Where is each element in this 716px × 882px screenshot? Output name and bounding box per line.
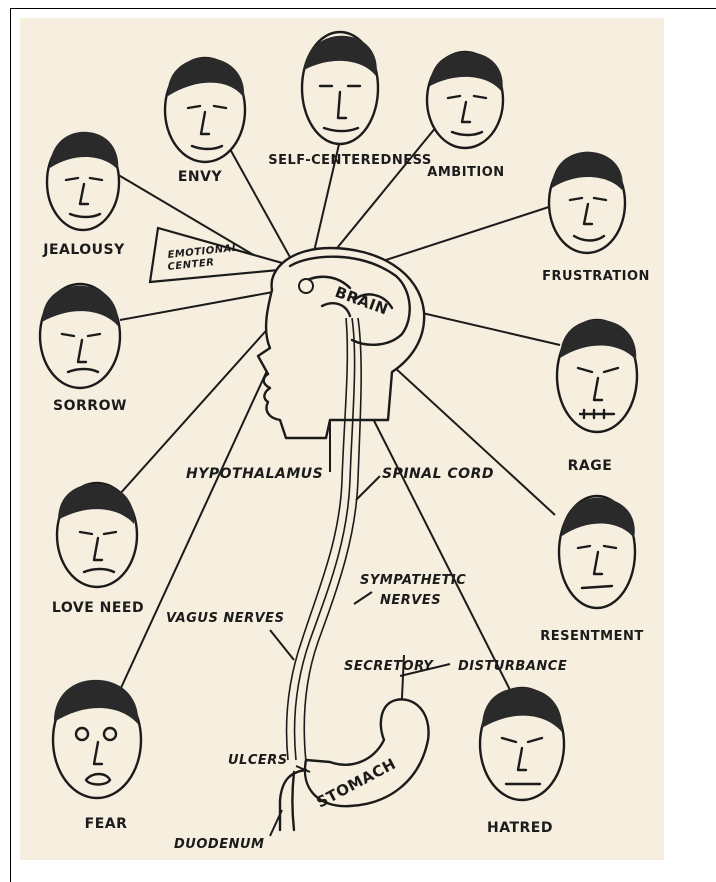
sympathetic-pointer	[354, 592, 372, 604]
label-disturbance: DISTURBANCE	[458, 659, 567, 674]
label-spinal-cord: SPINAL CORD	[382, 466, 494, 482]
label-frustration: FRUSTRATION	[542, 269, 650, 284]
label-self-centeredness: SELF-CENTEREDNESS	[268, 153, 432, 168]
face-self-centeredness	[302, 32, 378, 144]
label-nerves: NERVES	[380, 593, 441, 608]
label-ambition: AMBITION	[427, 165, 504, 180]
spinal-cord-pointer	[356, 476, 380, 500]
face-ambition	[427, 52, 503, 148]
label-sympathetic: SYMPATHETIC	[360, 573, 466, 588]
face-hatred	[480, 688, 564, 800]
face-envy	[165, 58, 245, 162]
label-hypothalamus: HYPOTHALAMUS	[186, 466, 323, 482]
face-love-need	[57, 483, 137, 587]
label-duodenum: DUODENUM	[174, 837, 264, 852]
face-rage	[557, 320, 637, 432]
label-fear: FEAR	[85, 816, 128, 832]
face-sorrow	[40, 284, 120, 388]
label-vagus-nerves: VAGUS NERVES	[166, 611, 284, 626]
vagus-pointer	[270, 630, 294, 660]
label-ulcers: ULCERS	[228, 753, 288, 768]
label-sorrow: SORROW	[53, 398, 127, 414]
label-rage: RAGE	[568, 458, 613, 474]
central-head: BRAIN	[258, 248, 424, 438]
face-resentment	[559, 496, 635, 608]
duodenum-outline	[280, 770, 306, 830]
label-resentment: RESENTMENT	[540, 629, 643, 644]
stomach-illustration: STOMACH	[270, 699, 429, 836]
head-outline	[258, 248, 424, 438]
face-jealousy	[47, 132, 119, 230]
label-jealousy: JEALOUSY	[42, 242, 125, 258]
face-fear	[53, 680, 141, 798]
emotional-center-dot	[299, 279, 313, 293]
label-love-need: LOVE NEED	[52, 600, 144, 616]
face-frustration	[549, 152, 625, 253]
label-hatred: HATRED	[487, 820, 553, 836]
label-envy: ENVY	[178, 169, 223, 185]
